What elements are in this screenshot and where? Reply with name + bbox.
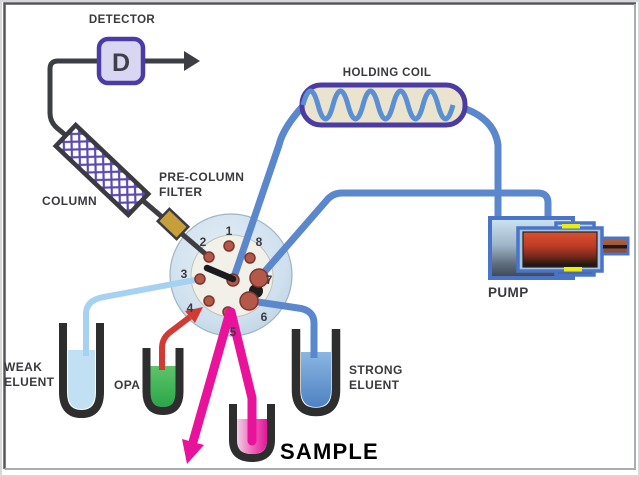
detector-symbol: D [112, 49, 130, 77]
valve-port-label-6: 6 [261, 310, 268, 324]
valve-port-label-5: 5 [230, 325, 237, 339]
pre-column-filter [155, 207, 191, 241]
valve-port-3 [194, 273, 206, 285]
valve-port-7 [249, 268, 269, 288]
strong-eluent-label-line1: STRONG [349, 363, 403, 377]
pump-piston [522, 231, 598, 268]
strong-eluent-beaker-outline [291, 329, 341, 417]
valve-port-label-2: 2 [200, 235, 207, 249]
tube-coil-to-pump [452, 101, 502, 230]
opa-flow-arrow [159, 307, 203, 370]
strong-eluent-beaker [291, 329, 341, 417]
opa-label: OPA [114, 378, 140, 392]
pump-seal-bottom [564, 267, 582, 272]
sample-label: SAMPLE [280, 439, 379, 464]
detector-label: DETECTOR [89, 14, 156, 26]
sample-flow-arrows [182, 307, 257, 464]
valve-port-2 [203, 251, 215, 263]
valve-port-numbers: 1 2 3 4 5 6 7 8 [181, 224, 273, 339]
holding-coil-label: HOLDING COIL [343, 67, 432, 79]
holding-coil [299, 82, 468, 128]
valve-port-label-1: 1 [226, 224, 233, 238]
weak-eluent-label-line2: ELUENT [4, 375, 55, 389]
sample-beaker-outline [229, 404, 275, 463]
tube-column-to-detector [47, 58, 186, 140]
weak-eluent-liquid [68, 350, 95, 409]
strong-eluent-liquid [301, 352, 331, 407]
canvas-frame-light [4, 4, 636, 470]
column-body [52, 121, 152, 219]
tube-valve6-to-strong-eluent [250, 297, 318, 358]
tube-opa-to-valve4 [159, 314, 192, 370]
strong-eluent-label-line2: ELUENT [349, 378, 400, 392]
weak-eluent-label-line1: WEAK [4, 360, 42, 374]
weak-eluent-beaker-outline [59, 323, 104, 419]
valve-rotor-channel [203, 264, 237, 283]
opa-liquid [150, 366, 176, 407]
column-label: COLUMN [42, 194, 97, 208]
opa-arrowhead-icon [185, 307, 203, 323]
pump-seal-top [562, 224, 580, 229]
sample-waste-arrowhead-icon [182, 439, 204, 464]
pump [488, 216, 630, 280]
detector-outlet-arrow-icon [184, 51, 200, 71]
valve-port-label-3: 3 [181, 267, 188, 281]
column [52, 121, 152, 219]
detector: D [96, 36, 146, 86]
pre-column-filter-body [155, 207, 191, 241]
tube-valve5-to-sample [226, 307, 257, 446]
valve-port-label-8: 8 [256, 235, 263, 249]
precolumn-filter-label-line1: PRE-COLUMN [159, 170, 244, 184]
tube-valve7-to-pump [257, 189, 552, 280]
detector-box [96, 36, 146, 86]
weak-eluent-beaker [59, 323, 104, 419]
valve-port-1 [223, 240, 235, 252]
opa-beaker-outline [142, 348, 184, 416]
pump-rod-stripe [603, 245, 627, 249]
valve-port-label-7: 7 [266, 273, 273, 287]
sample-waste-line [188, 307, 235, 447]
valve-ports [194, 240, 269, 318]
pump-label: PUMP [488, 285, 529, 300]
holding-coil-wave [300, 88, 456, 122]
tube-valve3-to-weak-eluent [83, 276, 201, 356]
valve-port-6 [239, 291, 259, 311]
opa-beaker [142, 348, 184, 416]
precolumn-filter-label-line2: FILTER [159, 185, 203, 199]
canvas-frame-dark [3, 2, 636, 469]
tube-coil-to-valve-center [229, 103, 306, 282]
valve-port-8 [244, 252, 256, 264]
valve-port-4 [203, 295, 215, 307]
valve-port-label-4: 4 [187, 301, 194, 315]
